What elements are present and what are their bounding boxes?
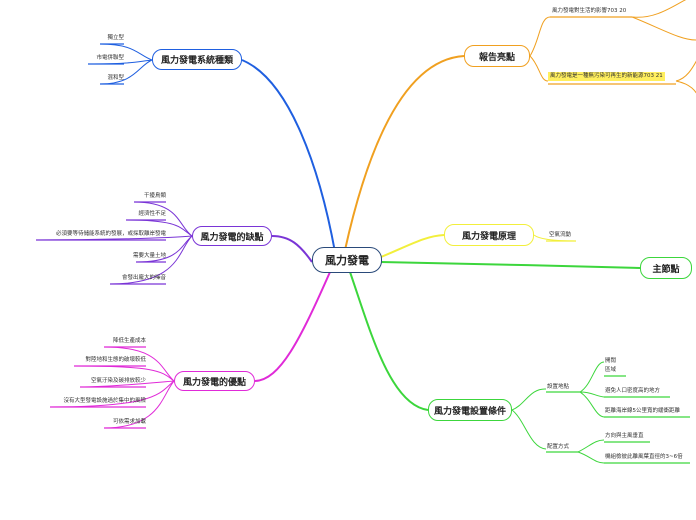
cons-leaf-1[interactable]: 干擾鳥類 [143,193,166,199]
cons-leaf-2[interactable]: 經濟性不足 [138,211,166,217]
cons-leaf-5[interactable]: 會發出龐大的噪音 [121,275,166,281]
config-leaf-2[interactable]: 機組檢彼此離風葉直徑的3~6倍 [605,454,683,460]
pros-leaf-2[interactable]: 對陸地和生態的破壞較低 [85,357,146,363]
branch-pros[interactable]: 風力發電的優點 [174,371,255,391]
root-label: 風力發電 [325,254,369,267]
connector-principle [380,234,445,258]
report-leaf-lines [529,0,696,94]
branch-principle[interactable]: 風力發電原理 [444,224,534,246]
branch-conditions[interactable]: 風力發電設置條件 [428,399,512,421]
site-leaf-1[interactable]: 開闊 [605,358,617,364]
branch-conditions-label: 風力發電設置條件 [433,406,506,417]
site-leaf-2[interactable]: 區域 [605,367,617,373]
branch-types-label: 風力發電系統種類 [160,56,233,66]
branch-main-label: 主節點 [652,264,680,275]
types-leaf-3[interactable]: 混和型 [107,75,124,81]
conditions-lines [511,361,605,464]
root-node[interactable]: 風力發電 [312,247,382,273]
conditions-config[interactable]: 配置方式 [547,444,570,450]
branch-pros-label: 風力發電的優點 [182,377,246,388]
site-leaf-4[interactable]: 距離海岸線5公里寬的緩衝距離 [605,408,681,414]
conditions-site[interactable]: 設置地點 [547,384,570,390]
leaf-underlines [36,16,690,464]
pros-leaf-1[interactable]: 降低生產成本 [112,338,146,344]
principle-leaf-1[interactable]: 空氣流動 [549,232,572,238]
config-leaf-1[interactable]: 方向與主風垂直 [605,433,644,439]
branch-principle-label: 風力發電原理 [461,231,516,242]
types-leaf-1[interactable]: 獨立型 [107,35,124,41]
connector-pros [254,271,331,382]
branch-types[interactable]: 風力發電系統種類 [152,49,242,70]
branch-cons[interactable]: 風力發電的缺點 [192,226,272,246]
connector-cons [271,235,313,263]
connector-main [380,261,641,269]
report-leaf-2[interactable]: 風力發電是一種無污染可再生的新能源703 21 [548,72,665,81]
branch-report-label: 報告亮點 [478,52,515,63]
pros-leaf-5[interactable]: 可依需求加載 [112,419,146,425]
branch-main[interactable]: 主節點 [640,257,692,279]
branch-report[interactable]: 報告亮點 [464,45,530,67]
types-leaf-2[interactable]: 市電併聯型 [96,55,124,61]
cons-leaf-3[interactable]: 必須要等待儲能系統的發展，或採取離岸發電 [55,231,166,237]
connector-report [344,55,465,251]
site-leaf-3[interactable]: 避免人口密度高的地方 [605,388,661,394]
report-leaf-1[interactable]: 風力發電對生活的影響703 20 [552,8,627,14]
cons-leaf-4[interactable]: 需要大量土地 [132,253,166,259]
pros-leaf-3[interactable]: 空氣汙染及碳排放較少 [90,378,146,384]
connector-types [241,59,336,253]
branch-cons-label: 風力發電的缺點 [200,232,264,243]
connector-conditions [349,271,429,411]
pros-leaf-4[interactable]: 沒有大型發電設施過於集中的風險 [63,398,146,404]
